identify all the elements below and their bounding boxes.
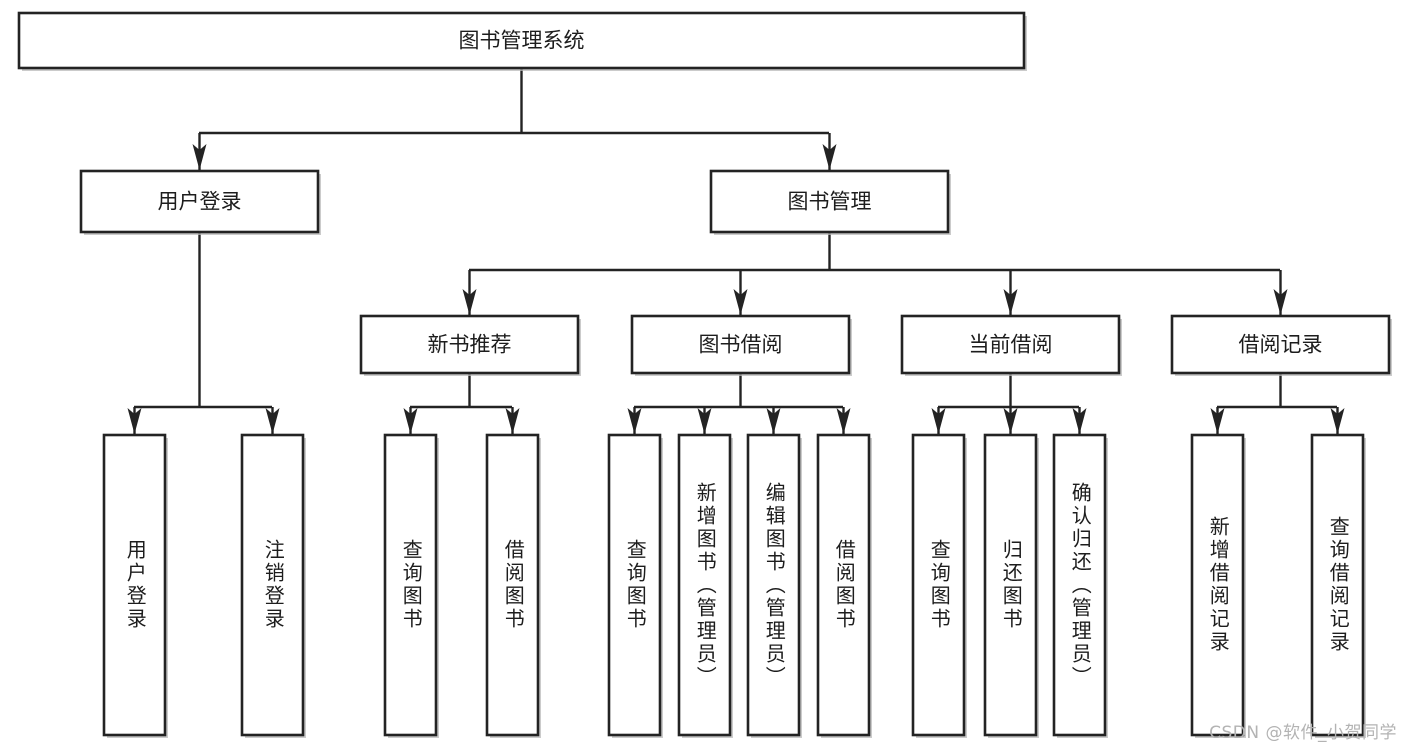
node-book-manage[interactable] — [709, 169, 950, 234]
arrow-icon-current-borrow-0 — [931, 408, 946, 434]
arrow-icon-book-borrow-3 — [836, 408, 851, 434]
node-leaf-add-record[interactable] — [1190, 433, 1245, 737]
node-root[interactable] — [17, 11, 1026, 70]
arrow-icon-book-manage-1 — [733, 289, 748, 315]
node-leaf-user-logout[interactable] — [240, 433, 305, 737]
node-label-new-book-rec: 新书推荐 — [428, 333, 512, 357]
node-borrow-record[interactable] — [1170, 314, 1391, 375]
node-label-book-borrow: 图书借阅 — [699, 333, 783, 357]
node-leaf-user-login[interactable] — [102, 433, 167, 737]
node-leaf-return-book[interactable] — [983, 433, 1038, 737]
node-label-root: 图书管理系统 — [459, 29, 585, 53]
node-leaf-borrow-book-1[interactable] — [485, 433, 540, 737]
node-label-current-borrow: 当前借阅 — [969, 333, 1053, 357]
arrow-icon-book-manage-3 — [1273, 289, 1288, 315]
arrow-icon-book-manage-2 — [1003, 289, 1018, 315]
node-label-borrow-record: 借阅记录 — [1239, 333, 1323, 357]
arrow-icon-book-borrow-1 — [697, 408, 712, 434]
node-leaf-borrow-book-2[interactable] — [816, 433, 871, 737]
arrow-icon-root-1 — [822, 144, 837, 170]
node-current-borrow[interactable] — [900, 314, 1121, 375]
arrow-icon-new-book-rec-1 — [505, 408, 520, 434]
node-user-login[interactable] — [79, 169, 320, 234]
node-book-borrow[interactable] — [630, 314, 851, 375]
node-leaf-query-book-2[interactable] — [607, 433, 662, 737]
arrow-icon-current-borrow-2 — [1072, 408, 1087, 434]
node-label-book-manage: 图书管理 — [788, 190, 872, 214]
arrow-icon-user-login-0 — [127, 408, 142, 434]
watermark: CSDN @软件_小贺同学 — [1209, 723, 1397, 743]
arrow-icon-user-login-1 — [265, 408, 280, 434]
node-leaf-add-book[interactable] — [677, 433, 732, 737]
node-leaf-query-record[interactable] — [1310, 433, 1365, 737]
arrow-icon-borrow-record-0 — [1210, 408, 1225, 434]
node-leaf-query-book-3[interactable] — [911, 433, 966, 737]
arrow-icon-new-book-rec-0 — [403, 408, 418, 434]
node-label-user-login: 用户登录 — [158, 190, 242, 214]
arrow-icon-book-borrow-2 — [766, 408, 781, 434]
node-box-layer — [17, 11, 1392, 738]
arrow-icon-book-borrow-0 — [627, 408, 642, 434]
node-leaf-confirm-return[interactable] — [1052, 433, 1107, 737]
node-new-book-rec[interactable] — [359, 314, 580, 375]
arrow-icon-borrow-record-1 — [1330, 408, 1345, 434]
arrow-icon-root-0 — [192, 144, 207, 170]
connector-layer — [127, 68, 1345, 434]
node-leaf-edit-book[interactable] — [746, 433, 801, 737]
arrow-icon-current-borrow-1 — [1003, 408, 1018, 434]
node-leaf-query-book-1[interactable] — [383, 433, 438, 737]
arrow-icon-book-manage-0 — [462, 289, 477, 315]
